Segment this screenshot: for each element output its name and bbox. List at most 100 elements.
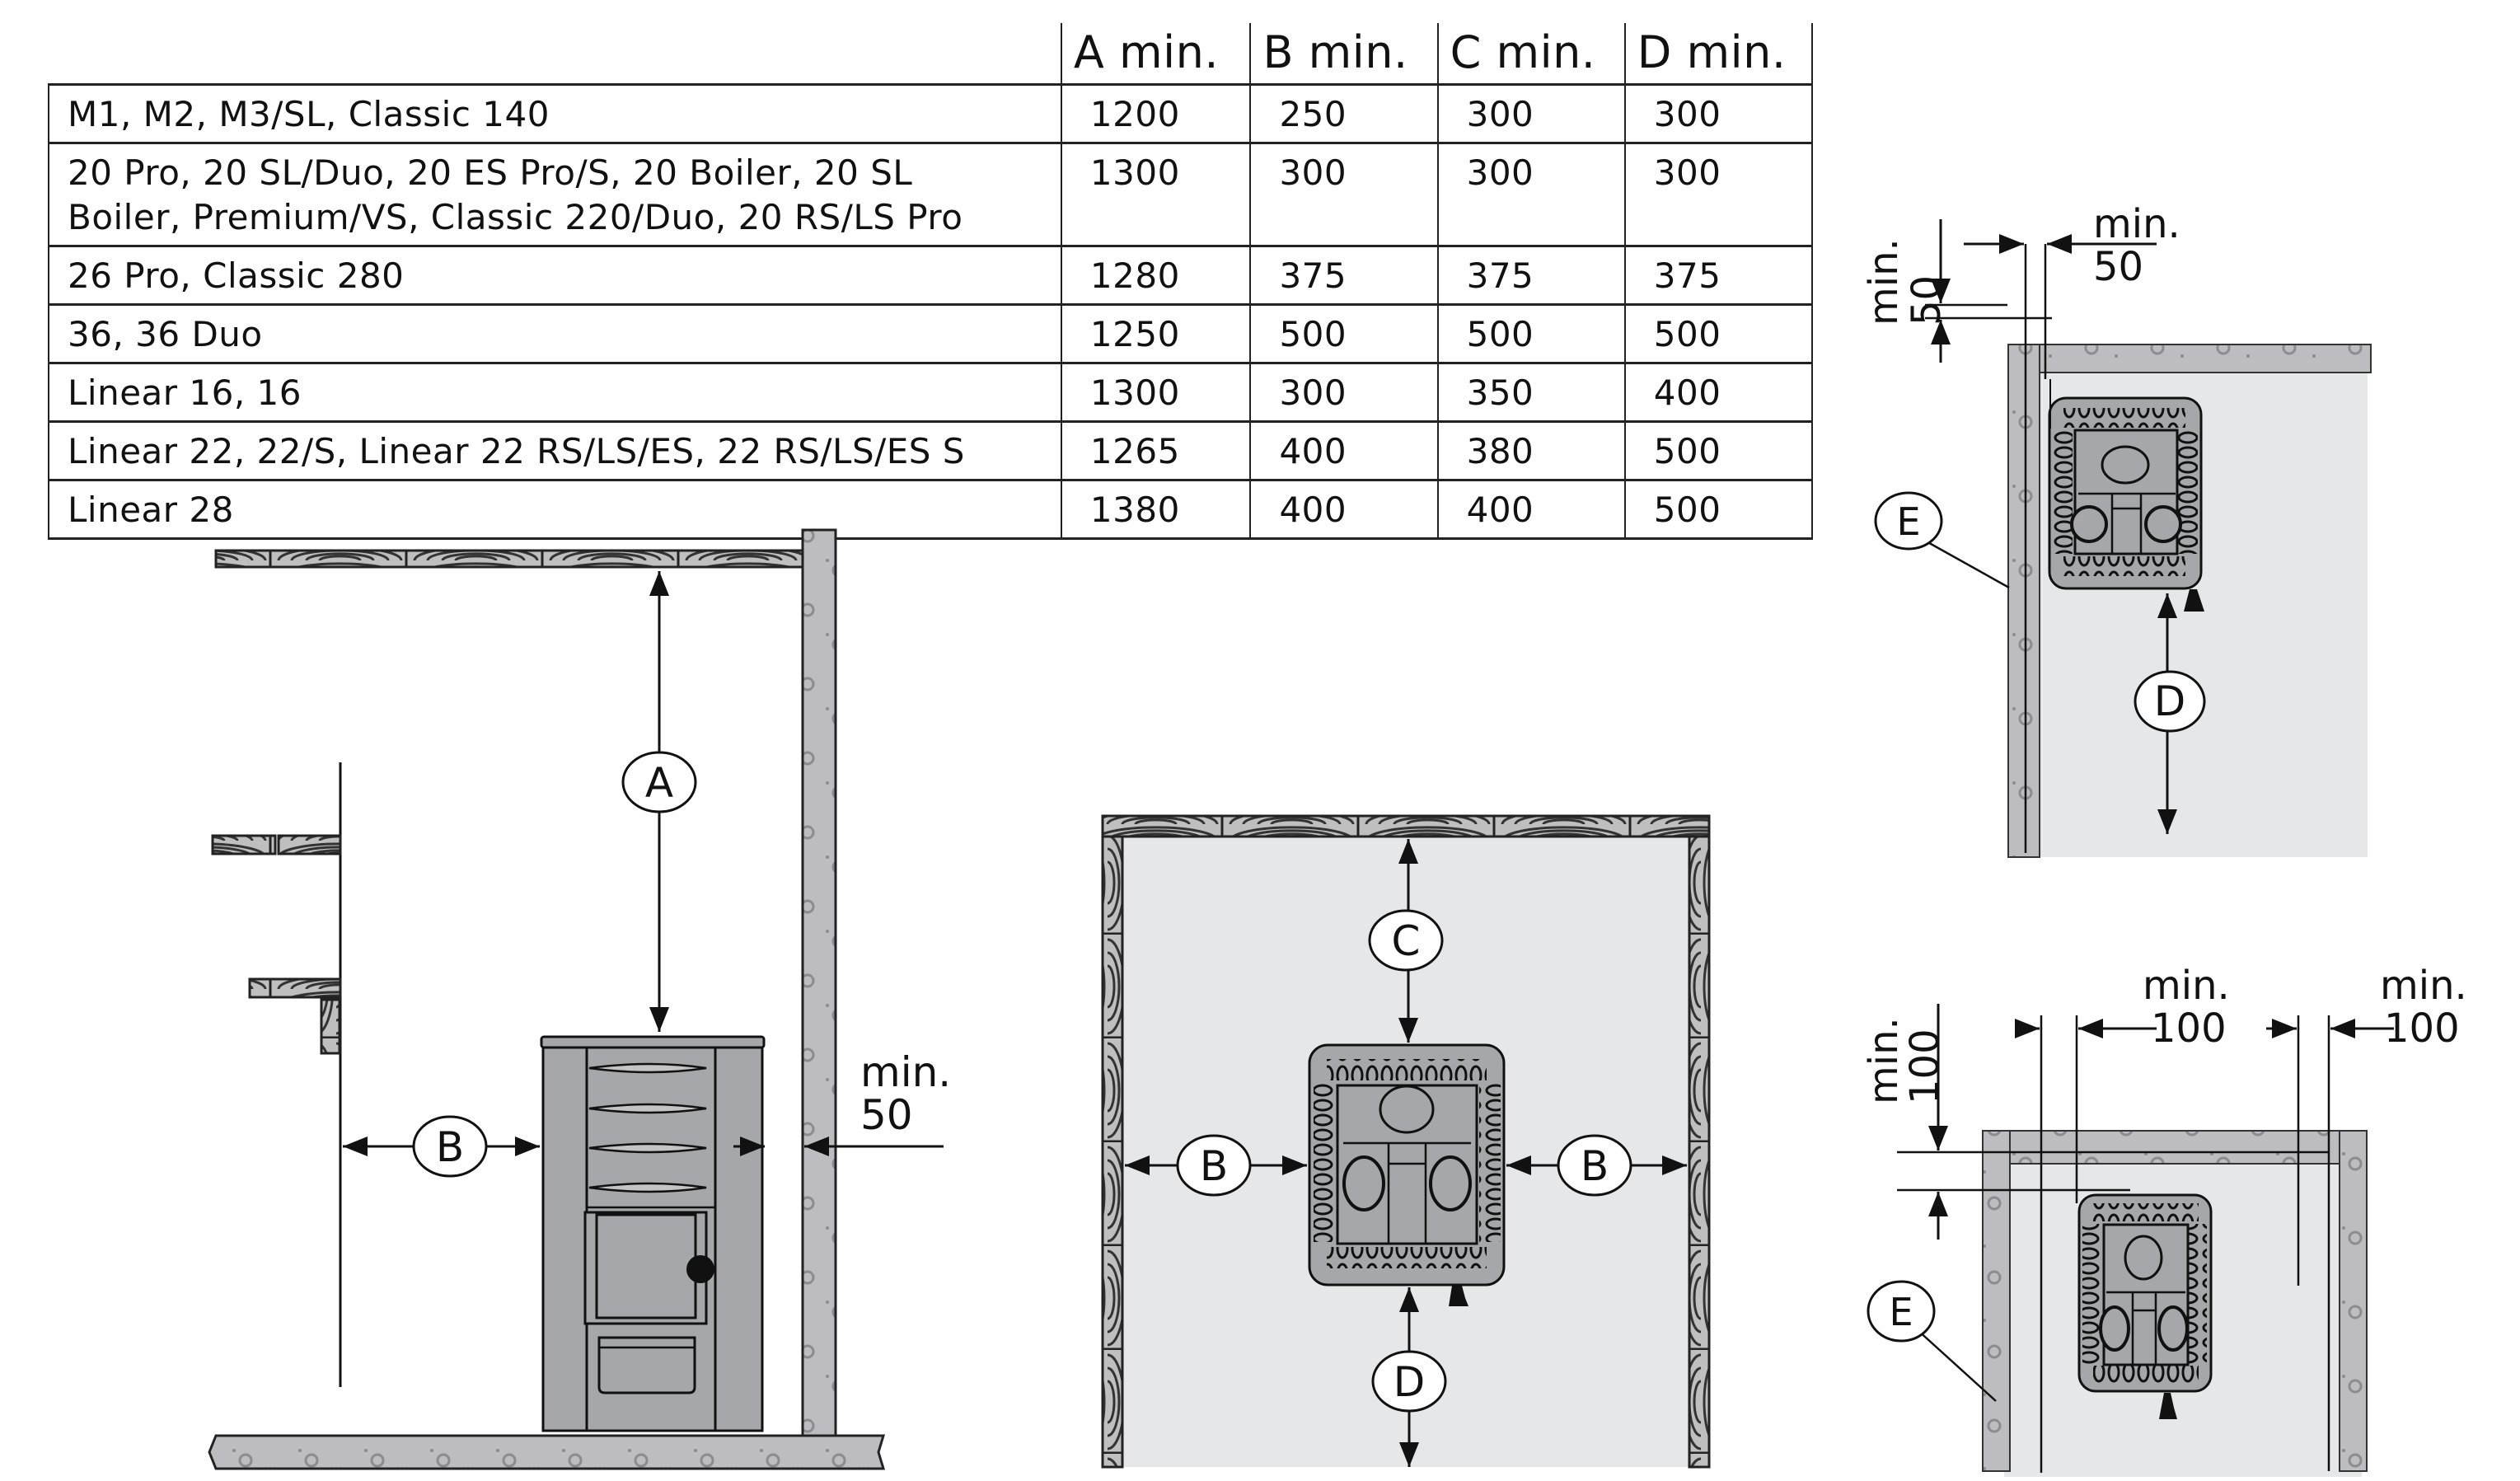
cell-model: 26 Pro, Classic 280: [48, 245, 1062, 306]
table-row: 26 Pro, Classic 280 1280 375 375 375: [48, 245, 1814, 306]
cell-d: 500: [1623, 420, 1814, 481]
cell-c: 300: [1436, 142, 1626, 247]
ceiling-wood: [214, 549, 804, 569]
top-wall-wood: [1101, 814, 1711, 838]
table-row: M1, M2, M3/SL, Classic 140 1200 250 300 …: [48, 83, 1814, 144]
right-wall-wood: [1688, 835, 1711, 1469]
corner2-min-text-right: min.: [2380, 963, 2467, 1009]
cell-a: 1300: [1060, 362, 1252, 423]
label-b: B: [436, 1123, 464, 1171]
corner1-label-d: D: [2154, 677, 2186, 725]
table-header-row: A min. B min. C min. D min.: [49, 23, 1814, 85]
header-c-min: C min.: [1436, 23, 1625, 85]
corner1-label-d-bubble: D: [2134, 670, 2206, 733]
cell-d: 300: [1623, 83, 1814, 144]
cell-b: 300: [1249, 362, 1439, 423]
cell-c: 400: [1436, 479, 1626, 540]
table-row: 20 Pro, 20 SL/Duo, 20 ES Pro/S, 20 Boile…: [48, 142, 1814, 247]
corner1-left-wall: [2007, 344, 2040, 858]
cell-d: 500: [1623, 303, 1814, 364]
label-b-left: B: [1200, 1142, 1228, 1190]
label-b-bubble: B: [412, 1115, 488, 1178]
label-b-right: B: [1581, 1142, 1609, 1190]
cell-c: 500: [1436, 303, 1626, 364]
stove-top-view-corner1: [2048, 396, 2204, 612]
cell-model: Linear 16, 16: [48, 362, 1062, 423]
corner1-e-leader: [1917, 535, 2010, 589]
corner1-min-value-top: 50: [2093, 244, 2143, 290]
label-b-right-bubble: B: [1557, 1134, 1632, 1197]
cell-model: Linear 22, 22/S, Linear 22 RS/LS/ES, 22 …: [48, 420, 1062, 481]
corner2-label-e-bubble: E: [1867, 1280, 1936, 1343]
corner1-min-text-side: min.: [1861, 238, 1907, 326]
bench-plank-top-1: [211, 834, 277, 855]
cell-model: 20 Pro, 20 SL/Duo, 20 ES Pro/S, 20 Boile…: [48, 142, 1062, 247]
bench-plank-vertical: [320, 998, 341, 1055]
cell-d: 300: [1623, 142, 1814, 247]
corner2-min-text-side: min.: [1861, 1017, 1907, 1104]
header-d-min: D min.: [1623, 23, 1814, 85]
cell-d: 400: [1623, 362, 1814, 423]
table-row: Linear 22, 22/S, Linear 22 RS/LS/ES, 22 …: [48, 420, 1814, 481]
table-row: Linear 28 1380 400 400 500: [48, 479, 1814, 540]
cell-a: 1380: [1060, 479, 1252, 540]
bench-plank-mid: [248, 977, 342, 999]
clearance-table: A min. B min. C min. D min. M1, M2, M3/S…: [48, 23, 1814, 540]
bench-plank-top-2: [277, 834, 342, 855]
corner2-min-value-side: 100: [1902, 1029, 1948, 1104]
corner2-min-text-left: min.: [2143, 963, 2230, 1009]
door-knob-icon: [686, 1255, 714, 1283]
cell-a: 1200: [1060, 83, 1252, 144]
left-wall-wood: [1101, 835, 1124, 1469]
cell-b: 375: [1249, 245, 1439, 306]
header-b-min: B min.: [1249, 23, 1438, 85]
corner2-right-wall: [2339, 1130, 2368, 1472]
label-b-left-bubble: B: [1176, 1134, 1252, 1197]
cell-d: 375: [1623, 245, 1814, 306]
corner2-e-leader: [1916, 1329, 1997, 1402]
side-min-value: 50: [860, 1091, 913, 1139]
stove-top-view-corner2: [2077, 1193, 2213, 1419]
cell-b: 400: [1249, 420, 1439, 481]
label-d-bubble: D: [1371, 1350, 1447, 1413]
label-a-bubble: A: [621, 751, 697, 813]
corner1-label-e: E: [1896, 499, 1920, 544]
stove-front: [540, 1035, 766, 1432]
corner1-min-text-top: min.: [2093, 201, 2180, 247]
cell-a: 1300: [1060, 142, 1252, 247]
cell-c: 300: [1436, 83, 1626, 144]
cell-b: 250: [1249, 83, 1439, 144]
label-c: C: [1392, 917, 1421, 965]
side-min-text: min.: [860, 1048, 951, 1096]
label-d: D: [1393, 1358, 1426, 1406]
cell-a: 1250: [1060, 303, 1252, 364]
cell-c: 380: [1436, 420, 1626, 481]
clearance-table-container: A min. B min. C min. D min. M1, M2, M3/S…: [0, 0, 1814, 540]
side-view-diagram: A B min. 50: [208, 528, 951, 1470]
cell-d: 500: [1623, 479, 1814, 540]
table-row: 36, 36 Duo 1250 500 500 500: [48, 303, 1814, 364]
header-a-min: A min.: [1060, 23, 1251, 85]
corner2-min-value-left: 100: [2151, 1005, 2227, 1052]
cell-a: 1280: [1060, 245, 1252, 306]
corner1-label-e-bubble: E: [1874, 491, 1943, 551]
label-c-bubble: C: [1368, 909, 1444, 972]
cell-model: M1, M2, M3/SL, Classic 140: [48, 83, 1062, 144]
back-wall-concrete: [801, 528, 837, 1438]
cell-model-text: 20 Pro, 20 SL/Duo, 20 ES Pro/S, 20 Boile…: [68, 152, 963, 237]
cell-b: 400: [1249, 479, 1439, 540]
corner1-min-value-side: 50: [1904, 275, 1950, 326]
corner1-top-wall: [2007, 344, 2372, 373]
table-row: Linear 16, 16 1300 300 350 400: [48, 362, 1814, 423]
stove-top-view: [1308, 1043, 1506, 1306]
corner-view-1-diagram: min. 50 min. 50 E D: [1861, 201, 2372, 858]
corner2-min-value-right: 100: [2384, 1005, 2460, 1052]
cell-model: 36, 36 Duo: [48, 303, 1062, 364]
cell-c: 350: [1436, 362, 1626, 423]
cell-b: 500: [1249, 303, 1439, 364]
floor-concrete: [208, 1434, 886, 1470]
cell-c: 375: [1436, 245, 1626, 306]
cell-model: Linear 28: [48, 479, 1062, 540]
cell-a: 1265: [1060, 420, 1252, 481]
